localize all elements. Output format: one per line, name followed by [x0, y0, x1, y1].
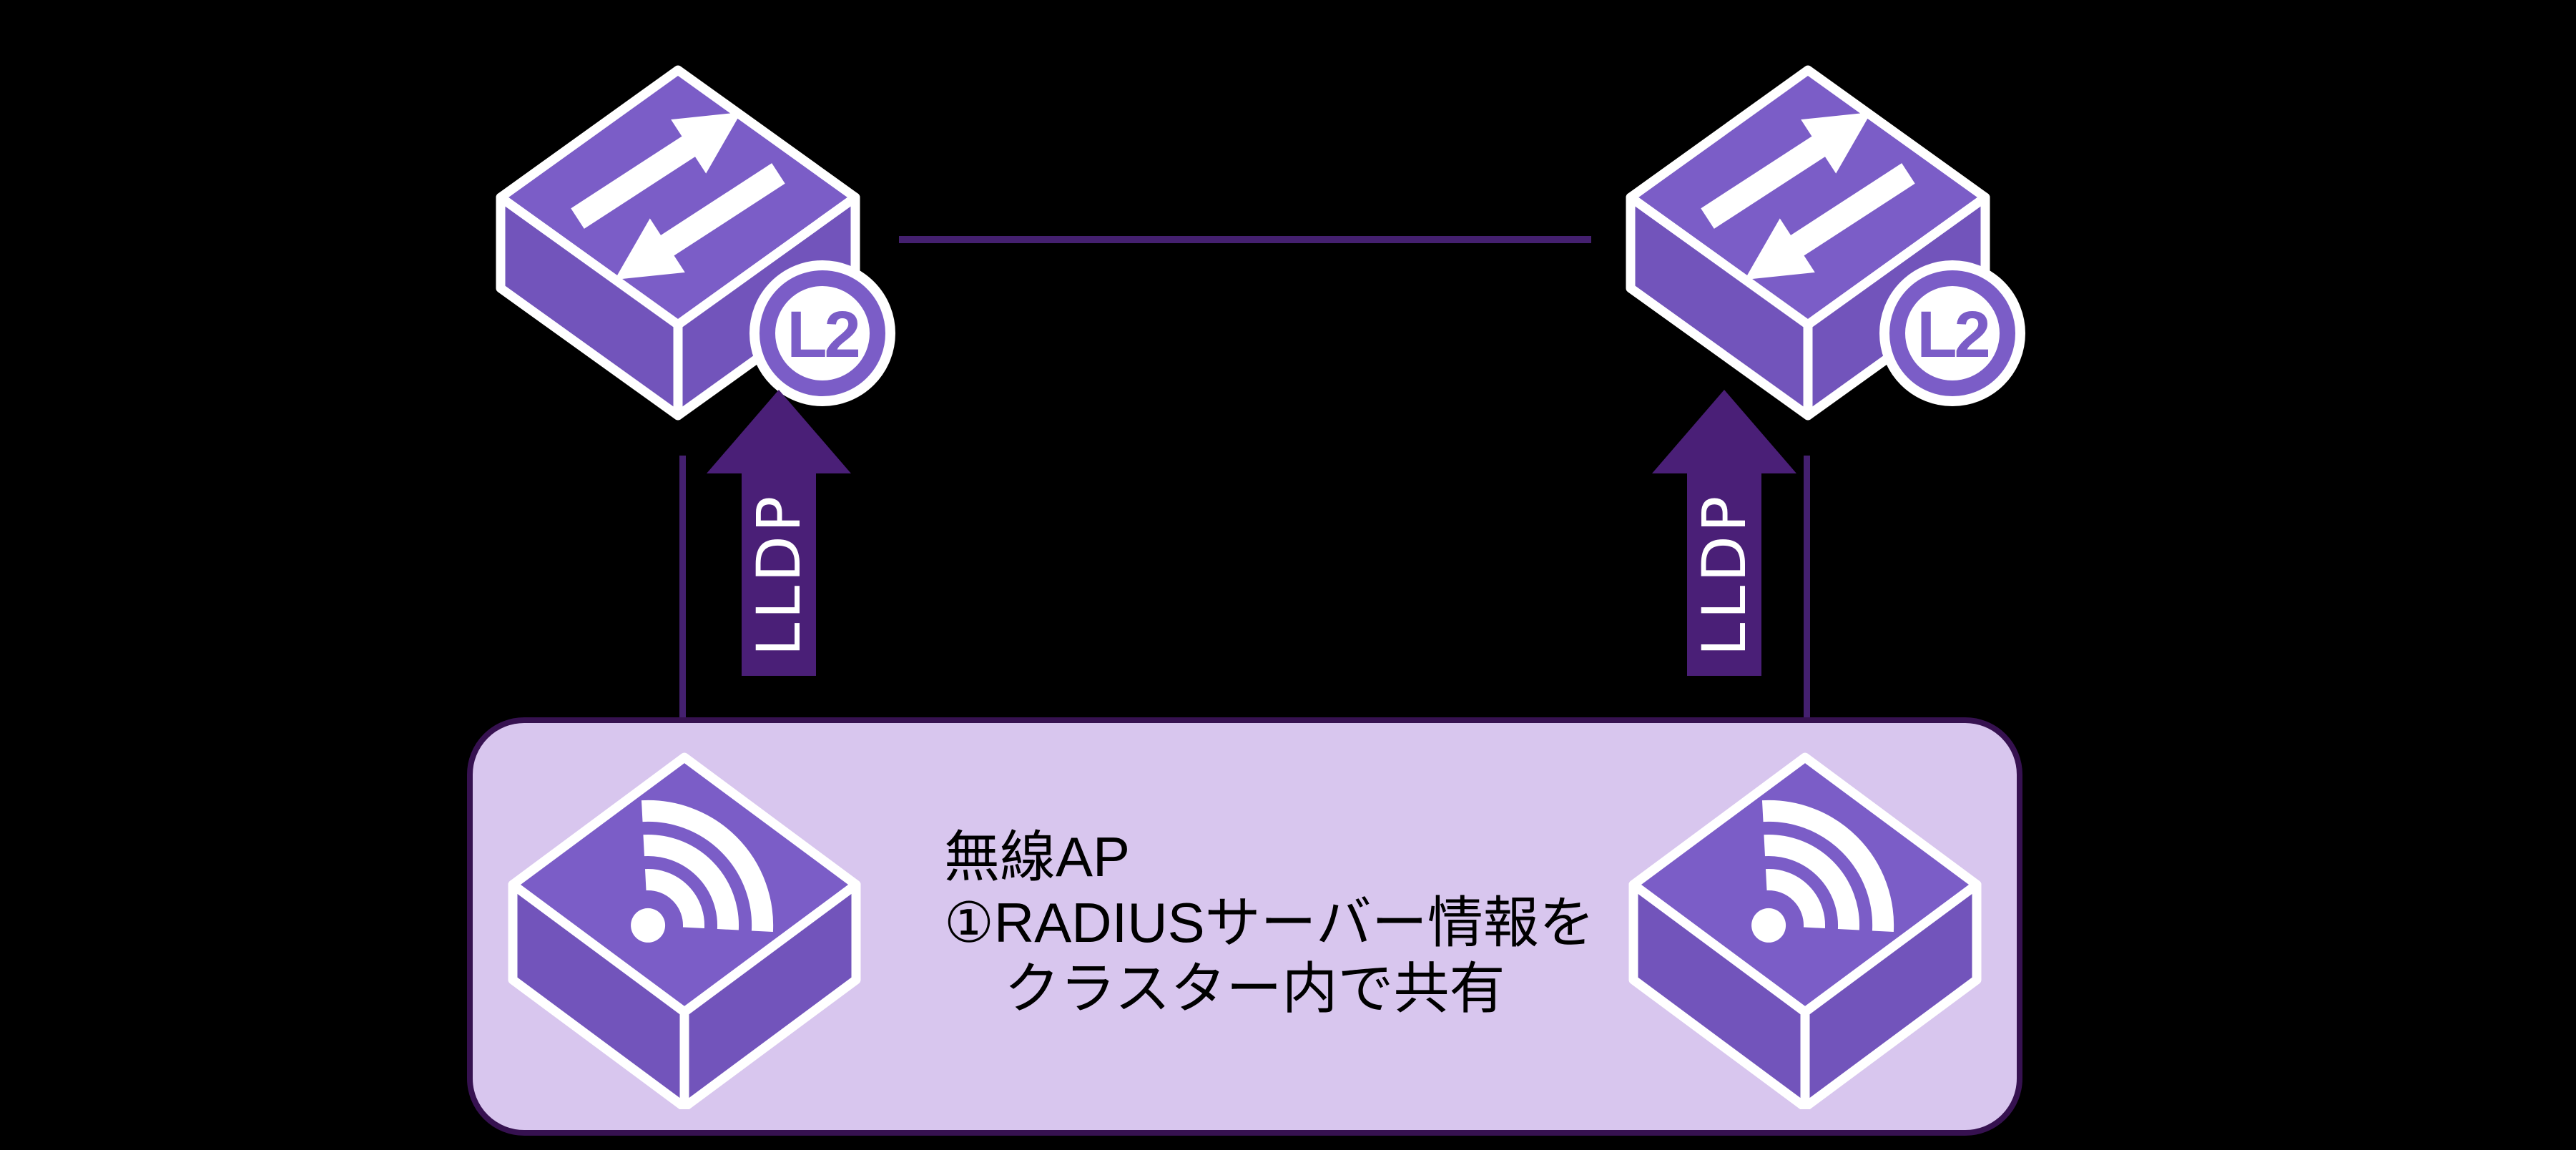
- ap-uplink-line-right: [1804, 456, 1810, 719]
- l2-badge: L2: [749, 260, 895, 406]
- l2-badge-label: L2: [787, 298, 858, 371]
- lldp-label: LLDP: [744, 493, 814, 657]
- annotation-text-block: 無線AP ①RADIUSサーバー情報を クラスター内で共有: [944, 824, 1595, 1021]
- cube-right-face: [679, 880, 861, 1109]
- transfer-arrows-icon: [571, 112, 785, 280]
- lldp-arrow-left: LLDP: [707, 390, 851, 676]
- l2-badge: L2: [1879, 260, 2025, 406]
- wifi-icon: [1751, 800, 1894, 943]
- lldp-arrow-right: LLDP: [1652, 390, 1796, 676]
- cube-right-face: [1800, 880, 1982, 1109]
- lldp-label: LLDP: [1689, 493, 1759, 657]
- l2-badge-label: L2: [1917, 298, 1988, 371]
- l2-switch-icon-right: L2: [1626, 65, 2025, 421]
- annotation-line-2: ①RADIUSサーバー情報を: [944, 891, 1595, 954]
- up-arrow-icon: [707, 390, 851, 676]
- up-arrow-icon: [1652, 390, 1796, 676]
- wireless-ap-icon-left: [508, 752, 861, 1109]
- wireless-ap-icon-right: [1628, 752, 1982, 1109]
- annotation-line-3: クラスター内で共有: [1004, 957, 1505, 1020]
- wifi-icon: [631, 800, 774, 943]
- l2-switch-icon-left: L2: [496, 65, 895, 421]
- ap-uplink-line-left: [679, 456, 686, 719]
- annotation-line-1: 無線AP: [944, 825, 1131, 888]
- transfer-arrows-icon: [1701, 112, 1915, 280]
- switch-link-line: [899, 236, 1591, 243]
